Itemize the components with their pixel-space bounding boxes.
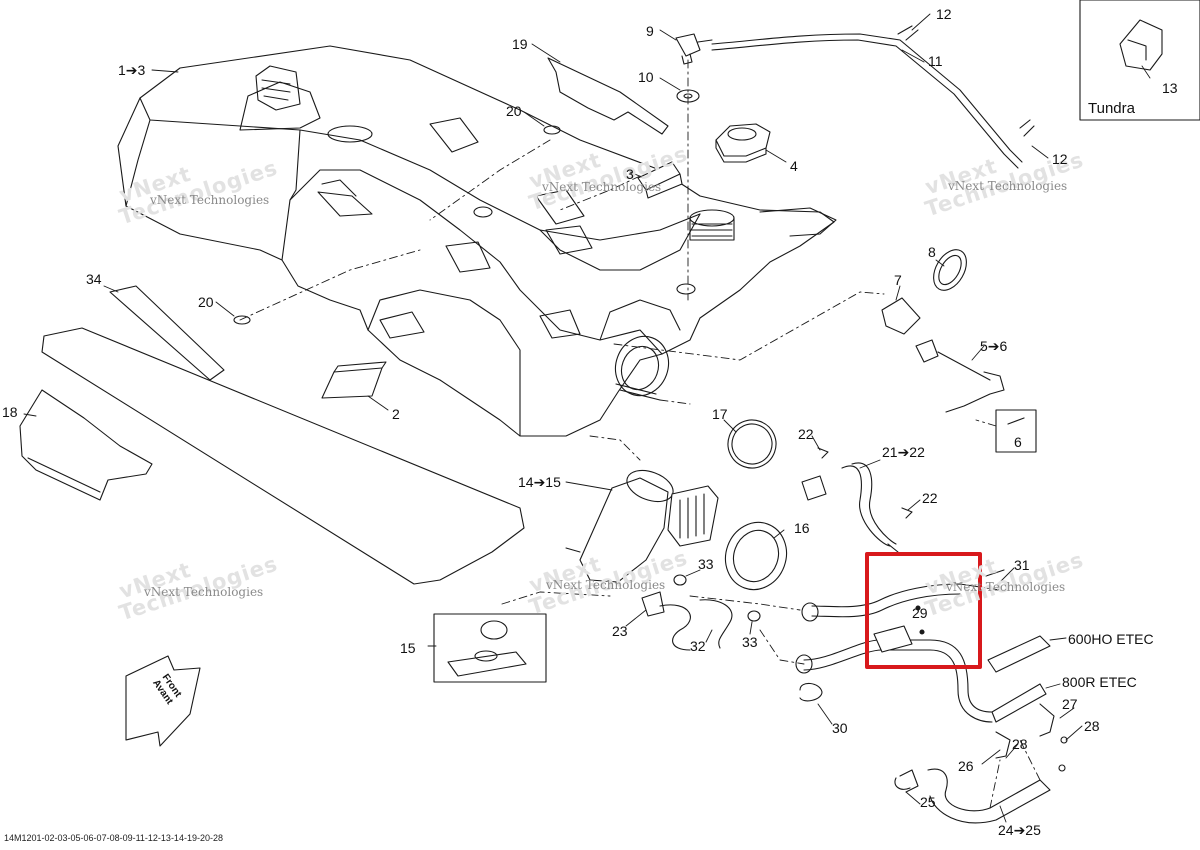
part-label-21-22[interactable]: 21➔22: [882, 444, 925, 460]
part-label-22-left[interactable]: 22: [798, 426, 814, 442]
part-label-22-right[interactable]: 22: [922, 490, 938, 506]
part-label-34[interactable]: 34: [86, 271, 102, 287]
diagram-reference-id: 14M1201-02-03-05-06-07-08-09-11-12-13-14…: [4, 833, 223, 843]
part-label-3[interactable]: 3: [626, 166, 634, 182]
watermark-4: vNext Technologies: [144, 585, 264, 599]
part-label-7[interactable]: 7: [894, 272, 902, 288]
highlight-box-part-29: [865, 552, 982, 669]
part-label-20-top[interactable]: 20: [506, 103, 522, 119]
fuel-pump: [565, 419, 788, 591]
part-label-28-left[interactable]: 28: [1012, 736, 1028, 752]
part-label-8[interactable]: 8: [928, 244, 936, 260]
part-label-29[interactable]: 29: [912, 605, 928, 621]
part-label-14-15[interactable]: 14➔15: [518, 474, 561, 490]
part-label-12-top[interactable]: 12: [936, 6, 952, 22]
part-label-26[interactable]: 26: [958, 758, 974, 774]
part-label-11[interactable]: 11: [928, 53, 943, 69]
part-label-12-bottom[interactable]: 12: [1052, 151, 1068, 167]
fuel-tank: [117, 45, 837, 437]
watermark-6: vNext Technologies: [946, 580, 1066, 594]
part-label-5-6[interactable]: 5➔6: [980, 338, 1008, 354]
part-label-25[interactable]: 25: [920, 794, 936, 810]
variant-label-600ho: 600HO ETEC: [1068, 631, 1154, 647]
part-3-bracket: [637, 161, 683, 199]
part-label-6[interactable]: 6: [1014, 434, 1022, 450]
variant-label-800r: 800R ETEC: [1062, 674, 1137, 690]
pump-hose-group: [641, 574, 761, 651]
watermark-1: vNext Technologies: [150, 193, 270, 207]
part-18-pad: [41, 327, 525, 585]
watermark-3: vNext Technologies: [948, 179, 1068, 193]
fuel-line-upper: [801, 447, 913, 553]
explode-lines: [239, 59, 1041, 809]
part-2-pad: [321, 367, 383, 399]
part-label-17[interactable]: 17: [712, 406, 728, 422]
part-label-10[interactable]: 10: [638, 69, 654, 85]
part-label-18[interactable]: 18: [2, 404, 18, 420]
part-label-33-top[interactable]: 33: [698, 556, 714, 572]
part-label-13[interactable]: 13: [1162, 80, 1178, 96]
engine-hoses: [894, 635, 1068, 824]
part-label-9[interactable]: 9: [646, 23, 654, 39]
part-label-16[interactable]: 16: [794, 520, 810, 536]
part-label-31[interactable]: 31: [1014, 557, 1030, 573]
part-label-32[interactable]: 32: [690, 638, 706, 654]
watermark-5: vNext Technologies: [546, 578, 666, 592]
part-label-2[interactable]: 2: [392, 406, 400, 422]
part-label-1-3[interactable]: 1➔3: [118, 62, 146, 78]
sensor-group: [881, 249, 1005, 413]
watermark-2: vNext Technologies: [542, 180, 662, 194]
part-label-4[interactable]: 4: [790, 158, 798, 174]
part-label-30[interactable]: 30: [832, 720, 848, 736]
part-label-28-right[interactable]: 28: [1084, 718, 1100, 734]
detail-box-15: [433, 613, 547, 683]
part-20-grommet-lower: [233, 315, 251, 325]
part-18-guard: [19, 389, 153, 501]
part-label-33-bottom[interactable]: 33: [742, 634, 758, 650]
part-label-20-bottom[interactable]: 20: [198, 294, 214, 310]
inset-label-tundra: Tundra: [1088, 100, 1135, 117]
part-19-shield: [547, 57, 669, 135]
part-label-27[interactable]: 27: [1062, 696, 1078, 712]
part-label-15[interactable]: 15: [400, 640, 416, 656]
detail-box-6: [995, 409, 1037, 453]
part-20-grommet-upper: [543, 125, 561, 135]
part-34-strip: [109, 285, 225, 381]
part-4-cap: [715, 123, 771, 163]
leader-lines: [23, 13, 1151, 823]
part-label-23[interactable]: 23: [612, 623, 628, 639]
fuel-filter-lines: [795, 569, 1005, 723]
part-label-24-25[interactable]: 24➔25: [998, 822, 1041, 838]
front-arrow: [125, 655, 201, 747]
part-label-19[interactable]: 19: [512, 36, 528, 52]
